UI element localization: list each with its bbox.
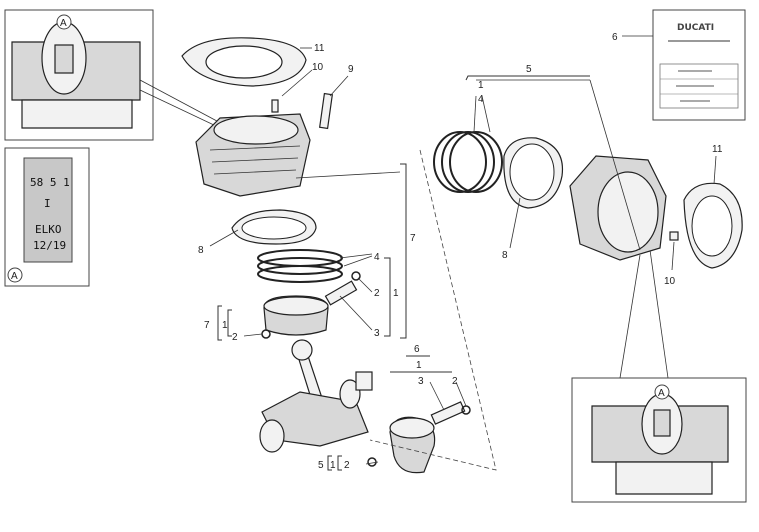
callout-2-left: 2 <box>374 288 380 299</box>
piston-pin-left <box>324 280 358 306</box>
callout-3-left: 3 <box>374 328 380 339</box>
leader-lines <box>209 47 717 465</box>
assembly-guide-line <box>369 149 497 471</box>
detail-a-label-left: A <box>11 271 18 282</box>
stud-bolt <box>318 92 334 130</box>
base-gasket-right <box>503 137 564 209</box>
callout-6-label: 6 <box>612 32 618 43</box>
callout-6-bottom: 6 <box>414 344 420 355</box>
callout-1-top: 1 <box>478 80 484 91</box>
callouts: 11 10 9 8 7 4 2 1 3 7 1 2 6 1 3 2 5 1 2 … <box>198 32 723 471</box>
callout-9: 9 <box>348 64 354 75</box>
head-gasket-right <box>683 182 743 269</box>
callout-3-bottom: 3 <box>418 376 424 387</box>
piston-right <box>389 416 436 474</box>
callout-5-top: 5 <box>526 64 532 75</box>
callout-5-bottom: 5 <box>318 460 324 471</box>
piston-left <box>263 295 329 336</box>
dowel-pin-right <box>669 231 679 241</box>
cylinder-barrel-right <box>569 155 667 261</box>
cylinder-head-gasket-top <box>181 37 307 87</box>
callout-11-top: 11 <box>314 43 325 54</box>
callout-4-left: 4 <box>374 252 380 263</box>
callout-1-piston: 1 <box>222 320 228 331</box>
callout-11-right: 11 <box>712 144 723 155</box>
callout-8-left: 8 <box>198 245 204 256</box>
stamp-line-2: I <box>44 197 51 210</box>
label-card: DUCATI <box>622 9 746 121</box>
base-gasket-left <box>231 209 317 245</box>
callout-1-bottom-left: 1 <box>330 460 336 471</box>
callout-7-right: 7 <box>410 233 416 244</box>
detail-a-label-top: A <box>60 18 67 29</box>
callout-7-left: 7 <box>204 320 210 331</box>
stamp-line-1: 58 5 1 <box>30 176 70 189</box>
braces <box>217 75 590 471</box>
callout-2-bottom-left: 2 <box>344 460 350 471</box>
cylinder-barrel <box>195 113 311 197</box>
stamp-line-3: ELKO <box>35 223 62 236</box>
callout-8-right: 8 <box>502 250 508 261</box>
piston-pin-right <box>430 401 466 425</box>
label-card-brand: DUCATI <box>677 23 714 33</box>
callout-4-right: 4 <box>478 94 484 105</box>
detail-box-bottom-right: A <box>571 249 747 503</box>
callout-1-bottom: 1 <box>416 360 422 371</box>
detail-a-label-right: A <box>658 388 665 399</box>
stamp-line-4: 12/19 <box>33 239 66 252</box>
callout-10-right: 10 <box>664 276 676 287</box>
callout-10-top: 10 <box>312 62 324 73</box>
crankshaft <box>259 371 373 453</box>
piston-rings-left <box>257 249 343 283</box>
piston-rings-right <box>433 131 503 193</box>
detail-box-top-left: A <box>4 9 236 141</box>
callout-2-bottom: 2 <box>452 376 458 387</box>
callout-2-circlip: 2 <box>232 332 238 343</box>
callout-1-left: 1 <box>393 288 399 299</box>
detail-box-stamp: 58 5 1 I ELKO 12/19 A <box>4 147 90 287</box>
dowel-pin <box>271 99 279 113</box>
